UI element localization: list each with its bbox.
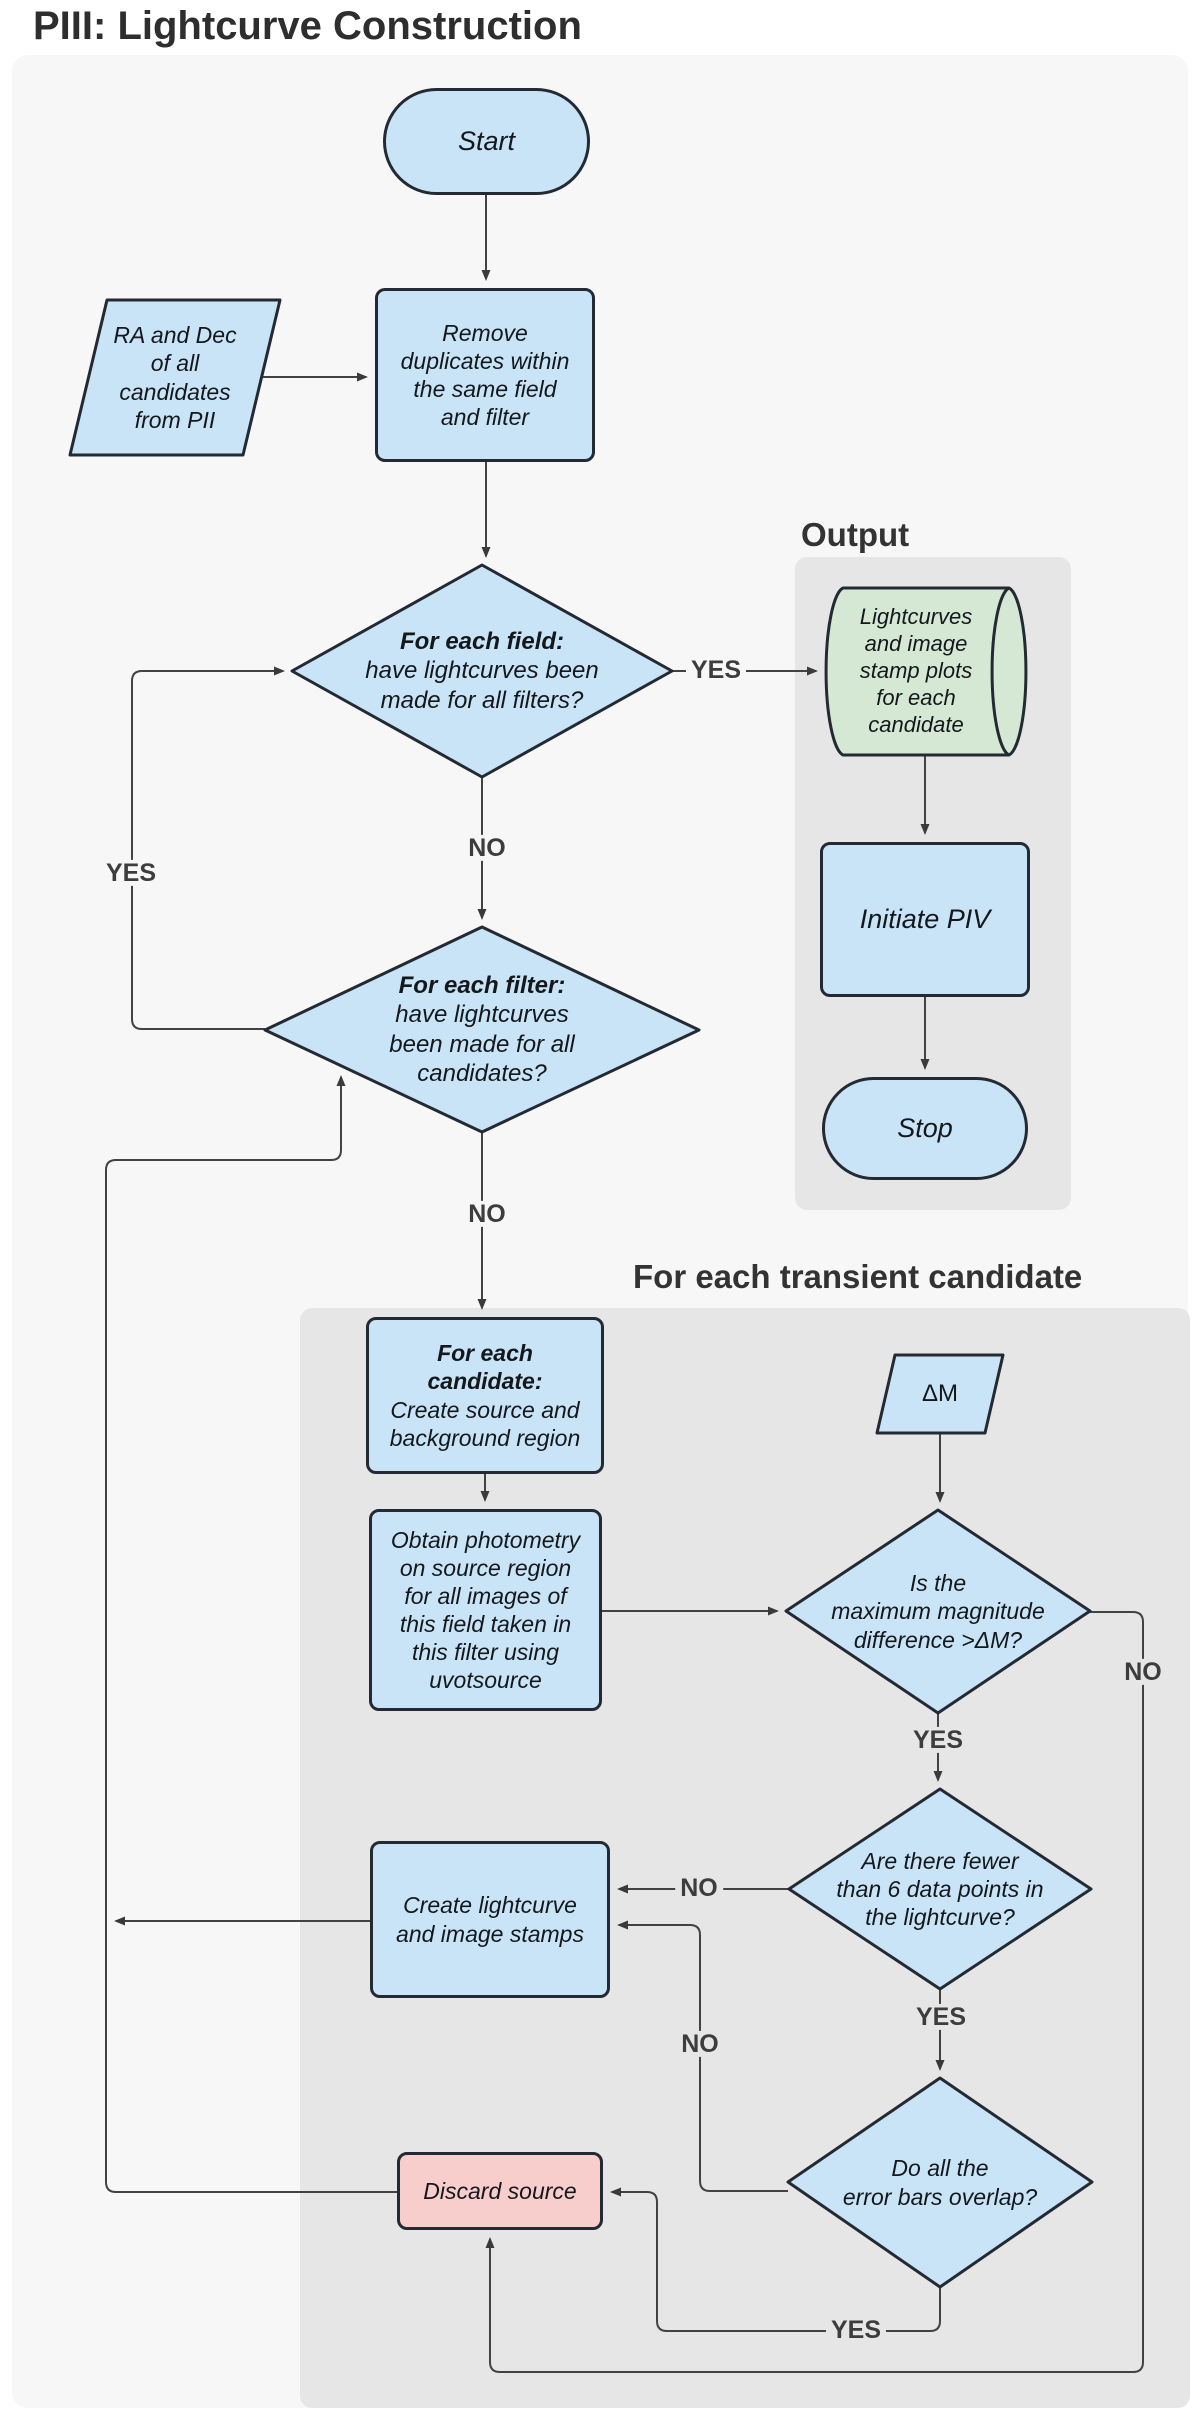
- discard-source-node: Discard source: [397, 2152, 603, 2230]
- initiate-piv-node: Initiate PIV: [820, 842, 1030, 997]
- edge-discard-loop-to-filter-decision: [105, 1075, 397, 2193]
- for-each-candidate-node: For each candidate: Create source and ba…: [366, 1317, 604, 1474]
- filter-decision-label: For each filter: have lightcurves been m…: [389, 971, 575, 1087]
- create-lightcurve-node: Create lightcurve and image stamps: [370, 1841, 610, 1998]
- obtain-photometry-node: Obtain photometry on source region for a…: [369, 1509, 602, 1711]
- filter-decision-diamond: [263, 925, 701, 1134]
- edge-label-errorbars-yes: YES: [825, 2317, 887, 2343]
- edge-label-filter-yes: YES: [100, 860, 162, 886]
- page-title: PIII: Lightcurve Construction: [33, 4, 582, 48]
- edge-label-errorbars-no: NO: [676, 2031, 724, 2057]
- errorbars-decision-diamond: [786, 2076, 1094, 2289]
- edge-label-field-yes: YES: [685, 657, 747, 683]
- edge-label-magnitude-yes: YES: [907, 1727, 969, 1753]
- stop-node: Stop: [822, 1077, 1028, 1180]
- edge-label-datapoints-yes: YES: [910, 2004, 972, 2030]
- errorbars-decision-label: Do all the error bars overlap?: [842, 2155, 1038, 2210]
- edge-filter-yes-to-field-decision: [131, 666, 285, 1030]
- remove-duplicates-node: Remove duplicates within the same field …: [375, 288, 595, 462]
- magnitude-decision-label: Is the maximum magnitude difference >ΔM?: [831, 1570, 1045, 1653]
- edge-magnitude-no-to-discard: [485, 1611, 1144, 2373]
- edge-errorbars-no-to-createlc: [617, 1920, 788, 2192]
- edge-label-field-no: NO: [463, 835, 511, 861]
- magnitude-decision-diamond: [784, 1508, 1092, 1715]
- edge-label-datapoints-no: NO: [675, 1875, 723, 1901]
- start-node: Start: [383, 88, 590, 195]
- datapoints-decision-diamond: [787, 1787, 1093, 1991]
- edge-label-magnitude-no: NO: [1119, 1659, 1167, 1685]
- transient-candidate-section-title: For each transient candidate: [633, 1258, 1083, 1295]
- field-decision-label: For each field: have lightcurves been ma…: [365, 628, 599, 714]
- edge-label-filter-no: NO: [463, 1201, 511, 1227]
- output-section-title: Output: [801, 516, 910, 553]
- delta-m-parallelogram: [875, 1353, 1005, 1435]
- ra-dec-label: RA and Dec of all candidates from PII: [113, 322, 237, 433]
- ra-dec-parallelogram: [68, 298, 282, 457]
- field-decision-diamond: [290, 563, 674, 779]
- datapoints-decision-label: Are there fewer than 6 data points in th…: [836, 1847, 1044, 1931]
- lightcurve-db-cylinder-rim: [990, 586, 1010, 757]
- delta-m-label: ΔM: [921, 1380, 959, 1408]
- edge-errorbars-yes-to-discard: [610, 2187, 941, 2332]
- lightcurve-db-label: Lightcurves and image stamp plots for ea…: [859, 604, 973, 737]
